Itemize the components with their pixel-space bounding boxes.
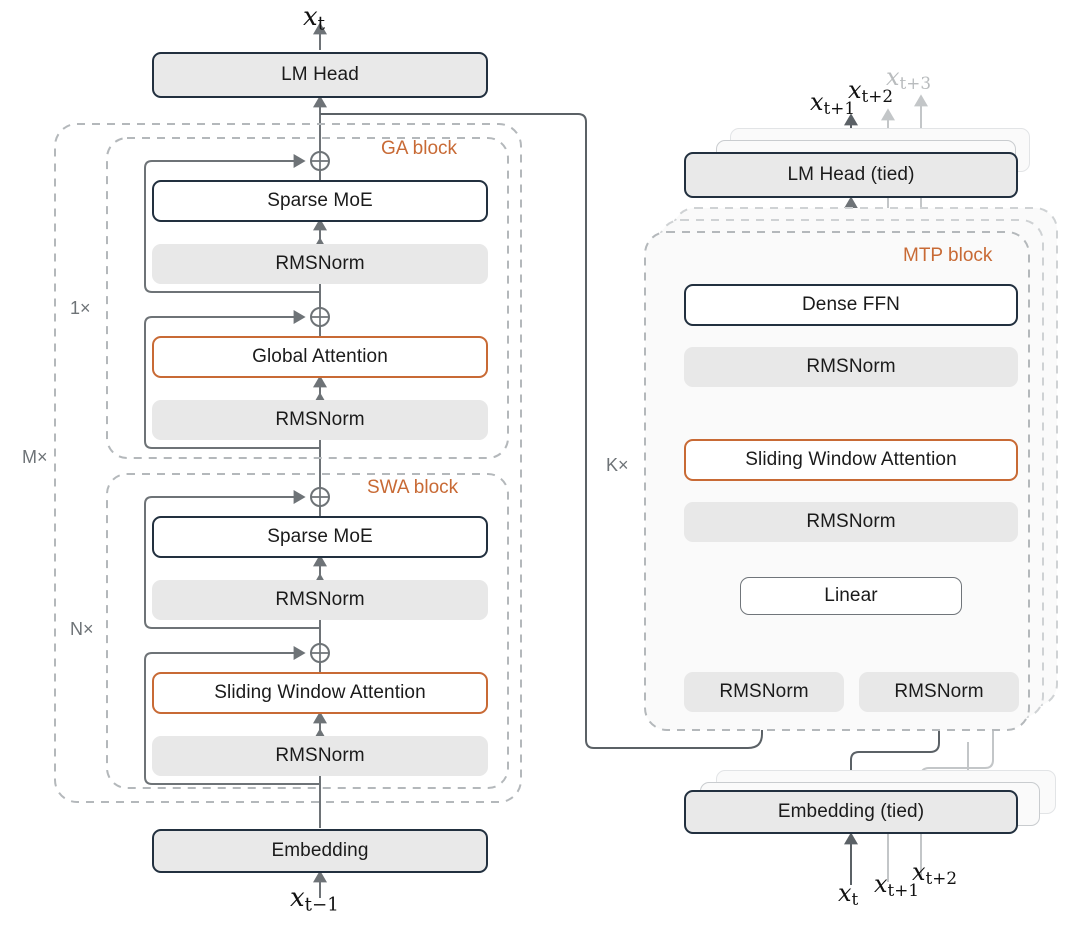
swa-sparse-moe-box[interactable]: Sparse MoE xyxy=(152,516,488,558)
ga-rmsnorm-bottom-box[interactable]: RMSNorm xyxy=(152,400,488,440)
ga-block-tag: GA block xyxy=(381,138,458,159)
swa-multiplier-label: N× xyxy=(70,619,94,639)
ga-multiplier-label: 1× xyxy=(70,298,91,318)
ga-block-box xyxy=(106,137,509,459)
embedding-tied-box[interactable]: Embedding (tied) xyxy=(684,790,1018,834)
outer-repeat-box xyxy=(54,123,522,803)
token-base: x xyxy=(848,76,862,104)
mtp-rmsnorm-attn-box[interactable]: RMSNorm xyxy=(684,502,1018,542)
token-output-xt2: xt+2 xyxy=(848,76,893,106)
token-sub: t+1 xyxy=(887,880,920,901)
mtp-multiplier-label: K× xyxy=(606,455,629,475)
token-input-xt-1: xt−1 xyxy=(290,883,339,916)
outer-multiplier-label: M× xyxy=(22,447,48,467)
token-base: x xyxy=(912,858,926,886)
embedding-box[interactable]: Embedding xyxy=(152,829,488,873)
token-output-xt1: xt+1 xyxy=(810,88,855,118)
token-sub: t+1 xyxy=(823,98,856,119)
mtp-rmsnorm-left-box[interactable]: RMSNorm xyxy=(684,672,844,712)
token-output-xt3: xt+3 xyxy=(886,63,931,93)
ga-sparse-moe-box[interactable]: Sparse MoE xyxy=(152,180,488,222)
mtp-dense-ffn-box[interactable]: Dense FFN xyxy=(684,284,1018,326)
token-input-xt1: xt+1 xyxy=(874,870,919,900)
token-sub: t+2 xyxy=(861,86,894,107)
token-sub: t+2 xyxy=(925,868,958,889)
token-sub: t−1 xyxy=(304,894,339,916)
token-base: x xyxy=(303,2,318,32)
mtp-block-tag: MTP block xyxy=(903,245,993,266)
swa-block-box xyxy=(106,473,509,789)
token-base: x xyxy=(874,870,888,898)
token-sub: t+3 xyxy=(899,73,932,94)
mtp-rmsnorm-ffn-box[interactable]: RMSNorm xyxy=(684,347,1018,387)
token-base: x xyxy=(886,63,900,91)
token-base: x xyxy=(810,88,824,116)
ga-global-attention-box[interactable]: Global Attention xyxy=(152,336,488,378)
ga-rmsnorm-top-box[interactable]: RMSNorm xyxy=(152,244,488,284)
mtp-rmsnorm-right-box[interactable]: RMSNorm xyxy=(859,672,1019,712)
swa-block-tag: SWA block xyxy=(367,477,459,498)
token-base: x xyxy=(290,883,305,913)
token-sub: t xyxy=(851,889,859,910)
token-output-xt: xt xyxy=(303,2,325,35)
token-input-xt: xt xyxy=(838,879,858,909)
lm-head-tied-box[interactable]: LM Head (tied) xyxy=(684,152,1018,198)
swa-rmsnorm-bottom-box[interactable]: RMSNorm xyxy=(152,736,488,776)
token-base: x xyxy=(838,879,852,907)
mtp-sliding-window-attention-box[interactable]: Sliding Window Attention xyxy=(684,439,1018,481)
lm-head-box[interactable]: LM Head xyxy=(152,52,488,98)
token-sub: t xyxy=(317,13,325,35)
swa-rmsnorm-top-box[interactable]: RMSNorm xyxy=(152,580,488,620)
mtp-linear-box[interactable]: Linear xyxy=(740,577,962,615)
swa-sliding-window-attention-box[interactable]: Sliding Window Attention xyxy=(152,672,488,714)
token-input-xt2: xt+2 xyxy=(912,858,957,888)
